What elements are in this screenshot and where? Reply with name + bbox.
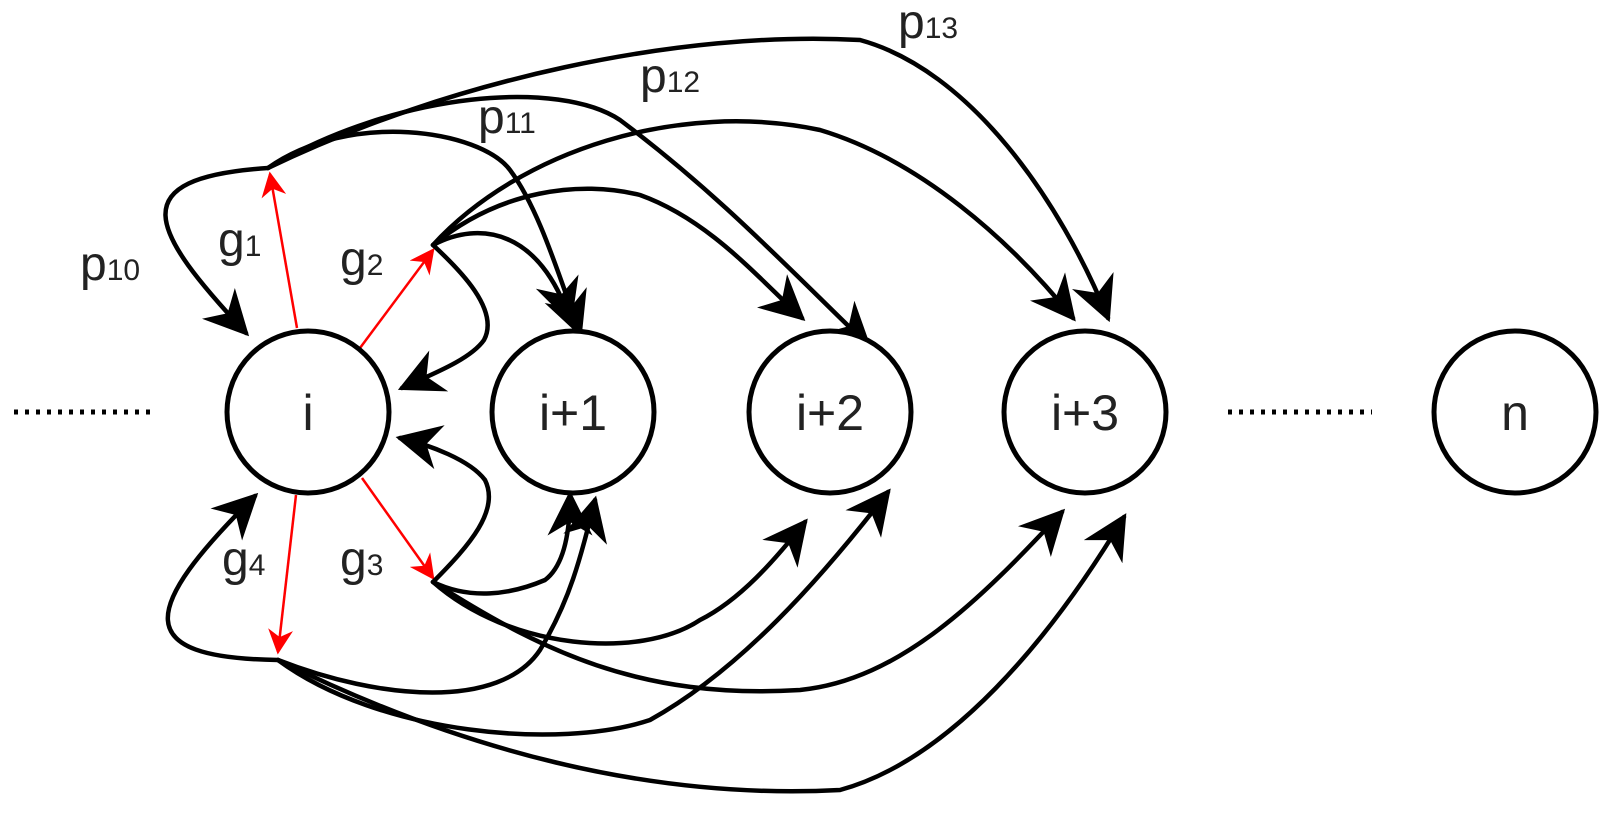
edge-g3 bbox=[360, 477, 435, 581]
node-i-plus-1-label: i+1 bbox=[539, 385, 607, 441]
edge-b4-to-i bbox=[165, 492, 281, 663]
edge-b3-to-i3 bbox=[430, 508, 1066, 694]
edge-b3-to-i2 bbox=[430, 518, 808, 646]
node-n-label: n bbox=[1501, 385, 1529, 441]
node-i-plus-1: i+1 bbox=[489, 328, 657, 496]
edge-p10 bbox=[163, 165, 271, 337]
node-i-plus-2-label: i+2 bbox=[796, 385, 864, 441]
edge-g2 bbox=[358, 247, 435, 349]
gate-edges bbox=[261, 171, 435, 655]
label-g4: g4 bbox=[222, 533, 265, 586]
label-p11: p11 bbox=[478, 91, 536, 144]
edge-g1 bbox=[261, 171, 299, 329]
edge-p13 bbox=[265, 36, 1114, 323]
edge-b4-to-i3 bbox=[275, 513, 1127, 794]
edge-b2-to-i1 bbox=[430, 231, 579, 325]
node-i-plus-2: i+2 bbox=[746, 328, 914, 496]
node-n: n bbox=[1431, 328, 1599, 496]
node-i-plus-3: i+3 bbox=[1001, 328, 1169, 496]
node-i: i bbox=[224, 328, 392, 496]
node-i-plus-3-label: i+3 bbox=[1051, 385, 1119, 441]
edge-b2-to-i2 bbox=[430, 186, 806, 322]
edge-b2-to-i bbox=[397, 242, 490, 392]
edge-b4-to-i1 bbox=[275, 495, 608, 695]
edge-b3-to-i bbox=[395, 425, 492, 585]
label-g2: g2 bbox=[340, 233, 383, 286]
edge-b3-to-i1 bbox=[430, 490, 593, 596]
label-p13: p13 bbox=[898, 0, 958, 49]
label-g3: g3 bbox=[340, 533, 383, 586]
edge-g4 bbox=[268, 494, 298, 655]
edge-b2-to-i3 bbox=[430, 119, 1076, 322]
label-p12: p12 bbox=[640, 50, 700, 103]
transition-edges bbox=[163, 36, 1127, 794]
label-g1: g1 bbox=[218, 214, 261, 267]
edge-p11 bbox=[265, 129, 587, 338]
edge-b4-to-i2 bbox=[275, 488, 891, 737]
node-i-label: i bbox=[302, 385, 313, 441]
label-p10: p10 bbox=[80, 238, 140, 291]
